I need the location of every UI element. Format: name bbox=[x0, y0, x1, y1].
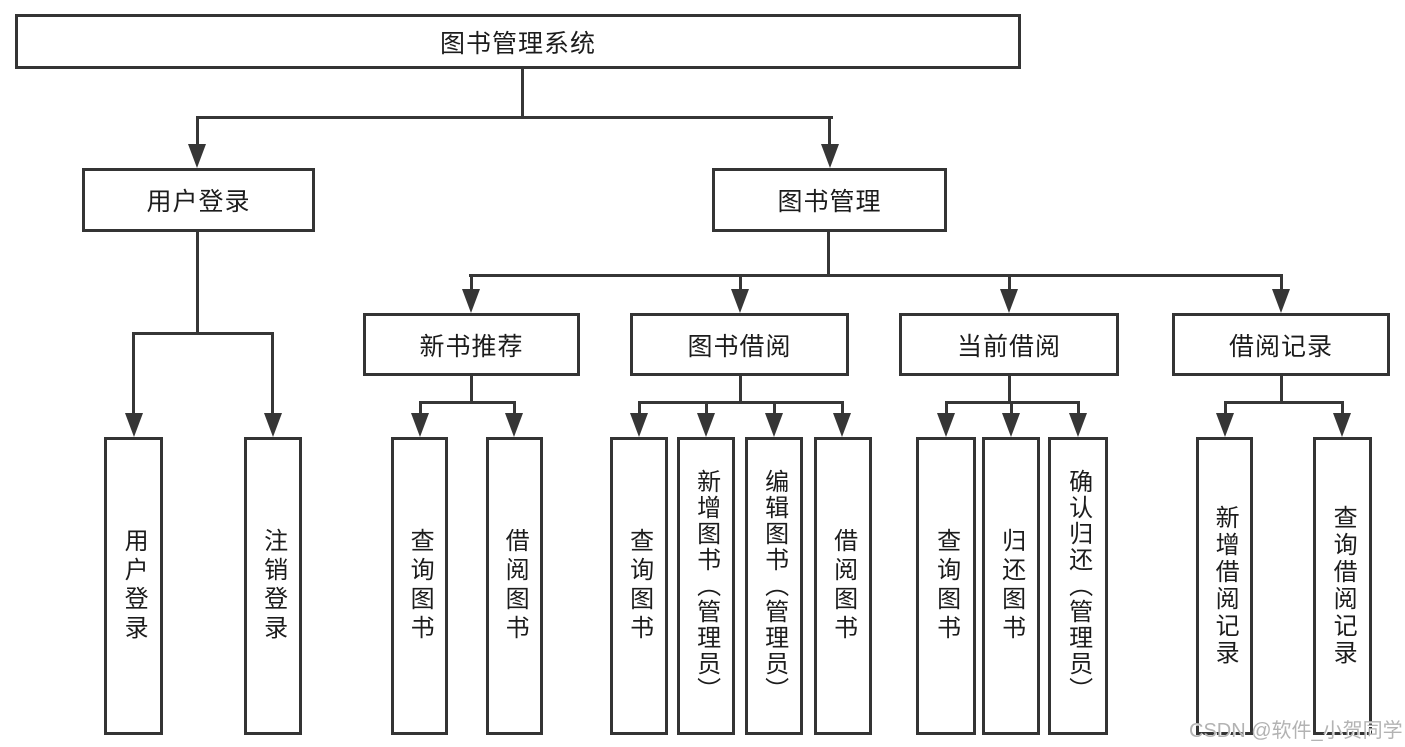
arrow-down-icon bbox=[731, 289, 749, 313]
node-root-label: 图书管理系统 bbox=[439, 29, 596, 58]
leaf-label: 借阅图书 bbox=[829, 528, 857, 644]
connector-leaf-stem bbox=[1077, 401, 1080, 415]
connector-group-hbar bbox=[638, 401, 843, 404]
arrow-down-icon bbox=[1216, 413, 1234, 437]
connector-leaf-stem bbox=[1010, 401, 1013, 415]
leaf-label: 新增借阅记录 bbox=[1211, 505, 1239, 667]
node-label: 借阅记录 bbox=[1228, 332, 1333, 361]
leaf-label: 新增图书（管理员） bbox=[692, 469, 720, 703]
node-root: 图书管理系统 bbox=[15, 14, 1021, 69]
leaf-query-books-recommend: 查询图书 bbox=[391, 437, 448, 735]
connector-userlogin-stem bbox=[196, 116, 199, 146]
connector-root-stem bbox=[521, 69, 524, 118]
connector-leaf-stem bbox=[841, 401, 844, 415]
arrow-down-icon bbox=[1272, 289, 1290, 313]
node-label: 当前借阅 bbox=[956, 332, 1061, 361]
connector-group-hbar bbox=[419, 401, 515, 404]
connector-leaf-stem bbox=[271, 332, 274, 415]
leaf-user-login: 用户登录 bbox=[104, 437, 163, 735]
node-user-login-label: 用户登录 bbox=[146, 188, 251, 216]
arrow-down-icon bbox=[505, 413, 523, 437]
arrow-down-icon bbox=[1000, 289, 1018, 313]
node-borrowing-records: 借阅记录 bbox=[1172, 313, 1390, 376]
connector-leaf-stem bbox=[419, 401, 422, 415]
connector-group-down bbox=[739, 376, 742, 404]
leaf-add-book-admin: 新增图书（管理员） bbox=[677, 437, 735, 735]
arrow-down-icon bbox=[765, 413, 783, 437]
arrow-down-icon bbox=[264, 413, 282, 437]
leaf-query-books-current: 查询图书 bbox=[916, 437, 976, 735]
node-book-borrowing: 图书借阅 bbox=[630, 313, 849, 376]
node-label: 新书推荐 bbox=[419, 332, 524, 361]
leaf-borrow-books-borrowing: 借阅图书 bbox=[814, 437, 872, 735]
connector-group-down bbox=[1280, 376, 1283, 404]
leaf-label: 借阅图书 bbox=[501, 528, 529, 644]
leaf-label: 查询图书 bbox=[932, 528, 960, 644]
connector-leaf-stem bbox=[638, 401, 641, 415]
leaf-return-books: 归还图书 bbox=[982, 437, 1040, 735]
leaf-label: 确认归还（管理员） bbox=[1064, 469, 1092, 703]
connector-group-stem bbox=[470, 274, 473, 291]
leaf-label: 注销登录 bbox=[259, 528, 287, 644]
arrow-down-icon bbox=[630, 413, 648, 437]
leaf-logout: 注销登录 bbox=[244, 437, 302, 735]
arrow-down-icon bbox=[697, 413, 715, 437]
arrow-down-icon bbox=[1069, 413, 1087, 437]
leaf-edit-book-admin: 编辑图书（管理员） bbox=[745, 437, 803, 735]
leaf-query-books-borrowing: 查询图书 bbox=[610, 437, 668, 735]
connector-leaf-stem bbox=[773, 401, 776, 415]
leaf-borrow-books-recommend: 借阅图书 bbox=[486, 437, 543, 735]
connector-leaf-stem bbox=[945, 401, 948, 415]
arrow-down-icon bbox=[1002, 413, 1020, 437]
arrow-down-icon bbox=[411, 413, 429, 437]
connector-leaf-stem bbox=[132, 332, 135, 415]
node-user-login: 用户登录 bbox=[82, 168, 315, 232]
connector-leaf-stem bbox=[1341, 401, 1344, 415]
connector-userlogin-hbar bbox=[132, 332, 274, 335]
connector-group-stem bbox=[1008, 274, 1011, 291]
node-label: 图书借阅 bbox=[687, 332, 792, 361]
arrow-down-icon bbox=[937, 413, 955, 437]
arrow-down-icon bbox=[833, 413, 851, 437]
node-book-management: 图书管理 bbox=[712, 168, 947, 232]
csdn-watermark: CSDN @软件_小贺同学 bbox=[1189, 720, 1403, 742]
arrow-down-icon bbox=[188, 144, 206, 168]
connector-userlogin-down bbox=[196, 232, 199, 335]
leaf-query-borrow-record: 查询借阅记录 bbox=[1313, 437, 1372, 735]
connector-root-hbar bbox=[196, 116, 833, 119]
leaf-add-borrow-record: 新增借阅记录 bbox=[1196, 437, 1253, 735]
connector-group-down bbox=[1008, 376, 1011, 404]
arrow-down-icon bbox=[821, 144, 839, 168]
connector-leaf-stem bbox=[705, 401, 708, 415]
arrow-down-icon bbox=[1333, 413, 1351, 437]
leaf-label: 用户登录 bbox=[120, 528, 148, 644]
arrow-down-icon bbox=[462, 289, 480, 313]
leaf-label: 查询借阅记录 bbox=[1329, 505, 1357, 667]
connector-group-stem bbox=[739, 274, 742, 291]
connector-group-down bbox=[470, 376, 473, 404]
connector-leaf-stem bbox=[1224, 401, 1227, 415]
leaf-label: 查询图书 bbox=[625, 528, 653, 644]
connector-group-stem bbox=[1280, 274, 1283, 291]
node-book-management-label: 图书管理 bbox=[777, 188, 882, 216]
connector-bookmgmt-hbar bbox=[469, 274, 1282, 277]
connector-group-hbar bbox=[1224, 401, 1343, 404]
connector-bookmgmt-down bbox=[827, 232, 830, 277]
node-new-book-recommendation: 新书推荐 bbox=[363, 313, 580, 376]
connector-leaf-stem bbox=[513, 401, 516, 415]
leaf-label: 归还图书 bbox=[997, 528, 1025, 644]
connector-bookmgmt-stem bbox=[828, 116, 831, 146]
leaf-confirm-return-admin: 确认归还（管理员） bbox=[1048, 437, 1108, 735]
leaf-label: 编辑图书（管理员） bbox=[760, 469, 788, 703]
arrow-down-icon bbox=[125, 413, 143, 437]
node-current-borrowing: 当前借阅 bbox=[899, 313, 1119, 376]
leaf-label: 查询图书 bbox=[406, 528, 434, 644]
